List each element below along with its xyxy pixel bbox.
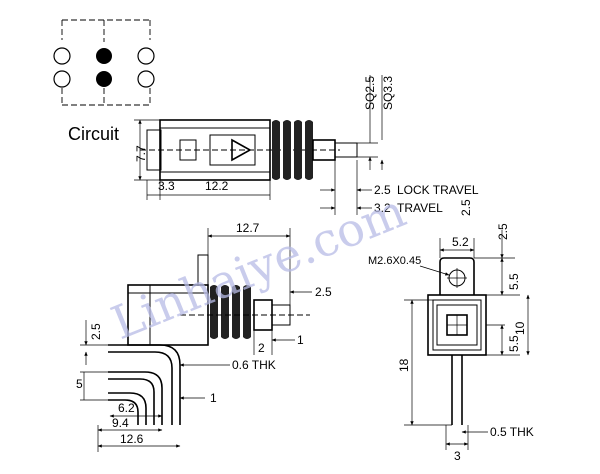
end-dim-5-2: 5.2: [452, 235, 469, 249]
end-dim-5-5-a: 5.5: [507, 273, 521, 290]
dim-5: 5: [76, 377, 83, 391]
dim-2-5-vertical: 2.5: [459, 199, 473, 216]
circuit-contact-3: [137, 47, 155, 65]
spring: [272, 120, 313, 180]
side-view: 7.7 3.3 12.2 SQ2.5 SQ3.3 2.5 LOCK TRAVEL…: [134, 75, 479, 216]
circuit-contact-5: [96, 71, 112, 87]
dim-6-2: 6.2: [118, 401, 135, 415]
end-thk-0-5: 0.5 THK: [490, 425, 534, 439]
circuit-diagram: Circuit: [53, 19, 155, 144]
dim-7-7: 7.7: [134, 145, 148, 162]
dim-3-3: 3.3: [158, 179, 175, 193]
dim-2: 2: [258, 341, 265, 355]
dim-12-6: 12.6: [120, 432, 144, 446]
lock-travel-label: LOCK TRAVEL: [397, 183, 479, 197]
dim-12-2: 12.2: [205, 179, 229, 193]
thk-0-6: 0.6 THK: [232, 358, 276, 372]
dim-2-5-right: 2.5: [315, 285, 332, 299]
circuit-contact-4: [53, 70, 71, 88]
watermark-text: Linhaiye.com: [104, 183, 413, 350]
dim-1-mid: 1: [297, 333, 304, 347]
dim-sq2-5: SQ2.5: [363, 76, 377, 110]
dim-sq3-3: SQ3.3: [381, 76, 395, 110]
end-view: M2.6X0.45 5.2 2.5 5.5 5.5 10 18 3 0.5 TH…: [368, 223, 534, 463]
end-dim-10: 10: [513, 321, 527, 335]
circuit-contact-2: [96, 48, 112, 64]
front-view: 12.7 2.5 2.5 5 2 1 0.6 THK 1 6.2 9.4 12.…: [76, 221, 332, 452]
travel-label: TRAVEL: [397, 201, 443, 215]
circuit-contact-1: [53, 47, 71, 65]
lock-travel-value: 2.5: [374, 183, 391, 197]
dim-1-pin: 1: [210, 391, 217, 405]
dim-2-5-left: 2.5: [89, 323, 103, 340]
dim-9-4: 9.4: [112, 416, 129, 430]
travel-value: 3.2: [374, 201, 391, 215]
circuit-label: Circuit: [68, 124, 119, 144]
end-dim-2-5: 2.5: [496, 223, 510, 240]
circuit-contact-6: [137, 70, 155, 88]
end-dim-5-5-b: 5.5: [507, 335, 521, 352]
screw-label: M2.6X0.45: [368, 255, 421, 267]
dim-12-7: 12.7: [236, 221, 260, 235]
end-dim-3: 3: [454, 449, 461, 463]
end-dim-18: 18: [397, 358, 411, 372]
